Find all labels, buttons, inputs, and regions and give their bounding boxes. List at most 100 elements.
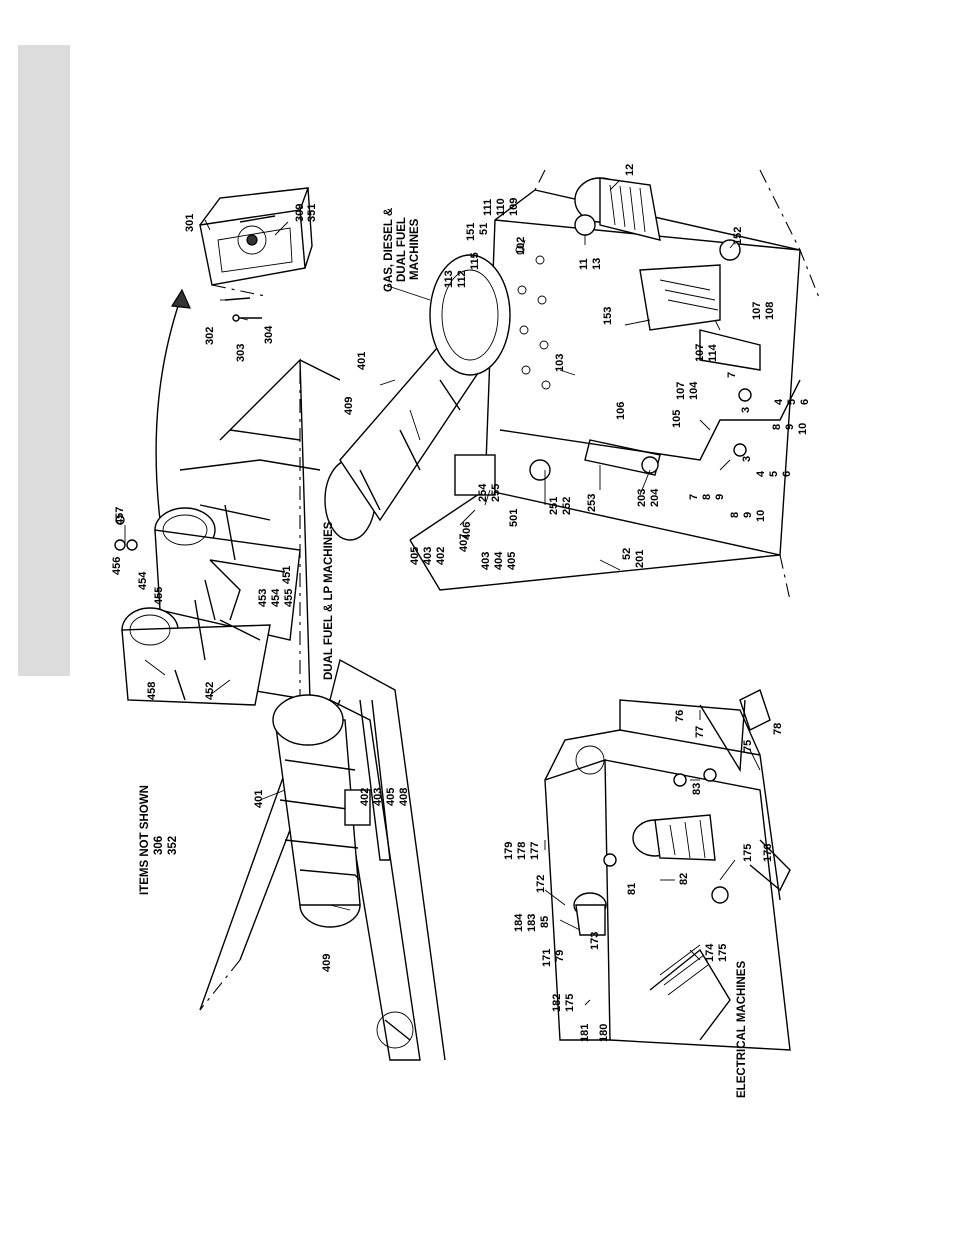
- callout-456: 456: [111, 557, 123, 575]
- callout-405-b: 405: [506, 552, 518, 570]
- callout-176: 176: [762, 844, 774, 862]
- callout-183: 183: [526, 914, 538, 932]
- callout-9-b: 9: [714, 494, 726, 500]
- callout-85: 85: [539, 916, 551, 928]
- callout-454: 454: [137, 571, 149, 590]
- callout-174: 174: [704, 943, 716, 962]
- callout-402-lower: 402: [359, 788, 371, 806]
- callout-77: 77: [694, 726, 706, 738]
- callout-75: 75: [742, 740, 754, 752]
- callout-113: 113: [443, 270, 455, 288]
- callout-173: 173: [589, 932, 601, 950]
- callout-105: 105: [671, 410, 683, 428]
- callout-108: 108: [764, 302, 776, 320]
- callout-406: 406: [461, 522, 473, 540]
- callout-452: 452: [204, 682, 216, 700]
- caption-gas-diesel-3: MACHINES: [409, 218, 421, 280]
- callout-13: 13: [591, 258, 603, 270]
- callout-5-a: 5: [786, 399, 798, 405]
- callout-6-b: 6: [781, 471, 793, 477]
- callout-110: 110: [495, 198, 507, 216]
- caption-items-not-shown-306: 306: [153, 836, 165, 855]
- callout-labels: 301 309 351 302 303 304 457 456 454 455 …: [111, 164, 811, 1042]
- callout-309: 309: [294, 204, 306, 222]
- callout-12: 12: [624, 164, 636, 176]
- callout-182: 182: [551, 994, 563, 1012]
- callout-184: 184: [513, 913, 525, 932]
- callout-115: 115: [469, 252, 481, 270]
- callout-455-lower: 455: [283, 589, 295, 607]
- callout-351: 351: [306, 204, 318, 222]
- callout-455-upper: 455: [153, 587, 165, 605]
- callout-451: 451: [281, 566, 293, 584]
- callout-9-c: 9: [742, 512, 754, 518]
- callout-403-a: 403: [422, 547, 434, 565]
- callout-181: 181: [579, 1024, 591, 1042]
- callout-171: 171: [541, 949, 553, 967]
- callout-107-c: 107: [675, 382, 687, 400]
- callout-10-c: 10: [755, 510, 767, 522]
- callout-107-b: 107: [694, 344, 706, 362]
- callout-8-a: 8: [771, 424, 783, 430]
- callout-103: 103: [554, 354, 566, 372]
- callout-9-a: 9: [784, 424, 796, 430]
- callout-458: 458: [146, 682, 158, 700]
- callout-402-a: 402: [435, 547, 447, 565]
- callout-403-lower: 403: [372, 788, 384, 806]
- caption-gas-diesel-1: GAS, DIESEL &: [383, 208, 395, 292]
- callout-407: 407: [458, 534, 470, 552]
- callout-254: 254: [477, 483, 489, 502]
- caption-electrical: ELECTRICAL MACHINES: [736, 961, 748, 1098]
- callout-7-a: 7: [726, 372, 738, 378]
- electrical-enclosure: [544, 689, 791, 1051]
- callout-405-a: 405: [409, 547, 421, 565]
- callout-6-a: 6: [799, 399, 811, 405]
- caption-items-not-shown: ITEMS NOT SHOWN: [139, 785, 151, 895]
- callout-401-lower: 401: [253, 790, 265, 808]
- callout-172: 172: [535, 875, 547, 893]
- callout-403-b: 403: [480, 552, 492, 570]
- callout-109: 109: [508, 198, 520, 216]
- callout-178: 178: [516, 842, 528, 860]
- arrow-head: [170, 288, 191, 309]
- callout-251: 251: [548, 497, 560, 515]
- callout-51: 51: [478, 223, 490, 235]
- callout-112: 112: [456, 270, 468, 288]
- callout-107-a: 107: [751, 302, 763, 320]
- callout-405-lower: 405: [385, 788, 397, 806]
- callout-175-c: 175: [742, 844, 754, 862]
- callout-177: 177: [529, 842, 541, 860]
- callout-175-b: 175: [717, 944, 729, 962]
- callout-301: 301: [184, 214, 196, 232]
- callout-83: 83: [691, 783, 703, 795]
- callout-82: 82: [678, 873, 690, 885]
- caption-dual-fuel-lp: DUAL FUEL & LP MACHINES: [323, 521, 335, 680]
- callout-153: 153: [602, 307, 614, 325]
- callout-401-upper: 401: [356, 352, 368, 370]
- callout-201: 201: [634, 550, 646, 568]
- callout-203: 203: [636, 489, 648, 507]
- control-box-assembly: [199, 187, 313, 322]
- gas-diesel-enclosure: [324, 169, 821, 601]
- caption-gas-diesel-2: DUAL FUEL: [396, 217, 408, 282]
- caption-items-not-shown-352: 352: [167, 836, 179, 855]
- callout-81: 81: [626, 883, 638, 895]
- dual-fuel-canisters: [114, 358, 341, 706]
- callout-111: 111: [482, 199, 494, 216]
- callout-8-b: 8: [701, 494, 713, 500]
- callout-180: 180: [598, 1024, 610, 1042]
- page-margin-bar: [18, 45, 70, 676]
- callout-114: 114: [707, 343, 719, 362]
- callout-76: 76: [674, 710, 686, 722]
- callout-204: 204: [649, 488, 661, 507]
- callout-4-a: 4: [773, 398, 785, 405]
- callout-102: 102: [515, 237, 527, 255]
- leader-lines: [124, 179, 761, 1006]
- callout-404: 404: [493, 551, 505, 570]
- callout-11: 11: [578, 258, 590, 270]
- callout-252: 252: [561, 497, 573, 515]
- callout-79: 79: [554, 950, 566, 962]
- callout-8-c: 8: [729, 512, 741, 518]
- callout-304: 304: [263, 325, 275, 344]
